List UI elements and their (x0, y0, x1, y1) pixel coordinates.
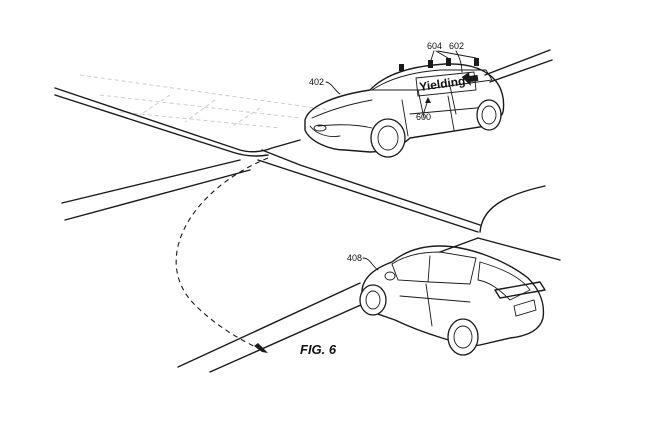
road-edge-lower-left-2 (64, 169, 251, 221)
wheel-icon (370, 118, 406, 158)
figure-label: FIG. 6 (300, 342, 337, 357)
ref-label-vehicle-a: 402 (309, 77, 324, 87)
road-curb-right (479, 185, 546, 233)
road-crossing-line-2 (261, 149, 481, 226)
roads (54, 49, 561, 373)
trajectory-arrowhead (254, 343, 268, 353)
roof-sensor-2 (428, 60, 433, 68)
trajectory-path (175, 157, 269, 353)
display-text: Yielding (418, 74, 466, 94)
road-edge-bottom-b (209, 299, 373, 373)
side-display-panel (415, 71, 477, 97)
wheel-icon (359, 284, 387, 316)
wheel-icon (476, 99, 502, 131)
display-arrow-icon (461, 72, 479, 86)
road-curb-right-2 (477, 237, 561, 261)
road-edge-right-upper (484, 49, 551, 76)
roof-sensor-4 (474, 58, 479, 66)
reference-labels: 402 604 602 600 408 (309, 41, 477, 271)
ref-label-sensor-a: 604 (427, 41, 442, 51)
road-edge-lane (439, 237, 479, 253)
ref-label-display: 600 (416, 112, 431, 122)
ref-label-vehicle-b: 408 (347, 253, 362, 263)
vehicle-402: Yielding (304, 58, 505, 158)
vehicle-408 (359, 245, 546, 356)
wheel-icon (447, 318, 479, 356)
roof-sensor-3 (446, 58, 451, 66)
roof-sensor-1 (399, 64, 404, 71)
road-edge-top-left (54, 87, 301, 153)
road-edge-lower-left (61, 159, 241, 204)
ref-label-sensor-b: 602 (449, 41, 464, 51)
road-edge-right-upper-2 (489, 59, 553, 83)
sidewalk-hatching (79, 74, 331, 129)
road-edge-bottom-a (177, 282, 361, 368)
road-crossing-line (257, 159, 479, 233)
road-edge-upper-left (54, 94, 269, 157)
